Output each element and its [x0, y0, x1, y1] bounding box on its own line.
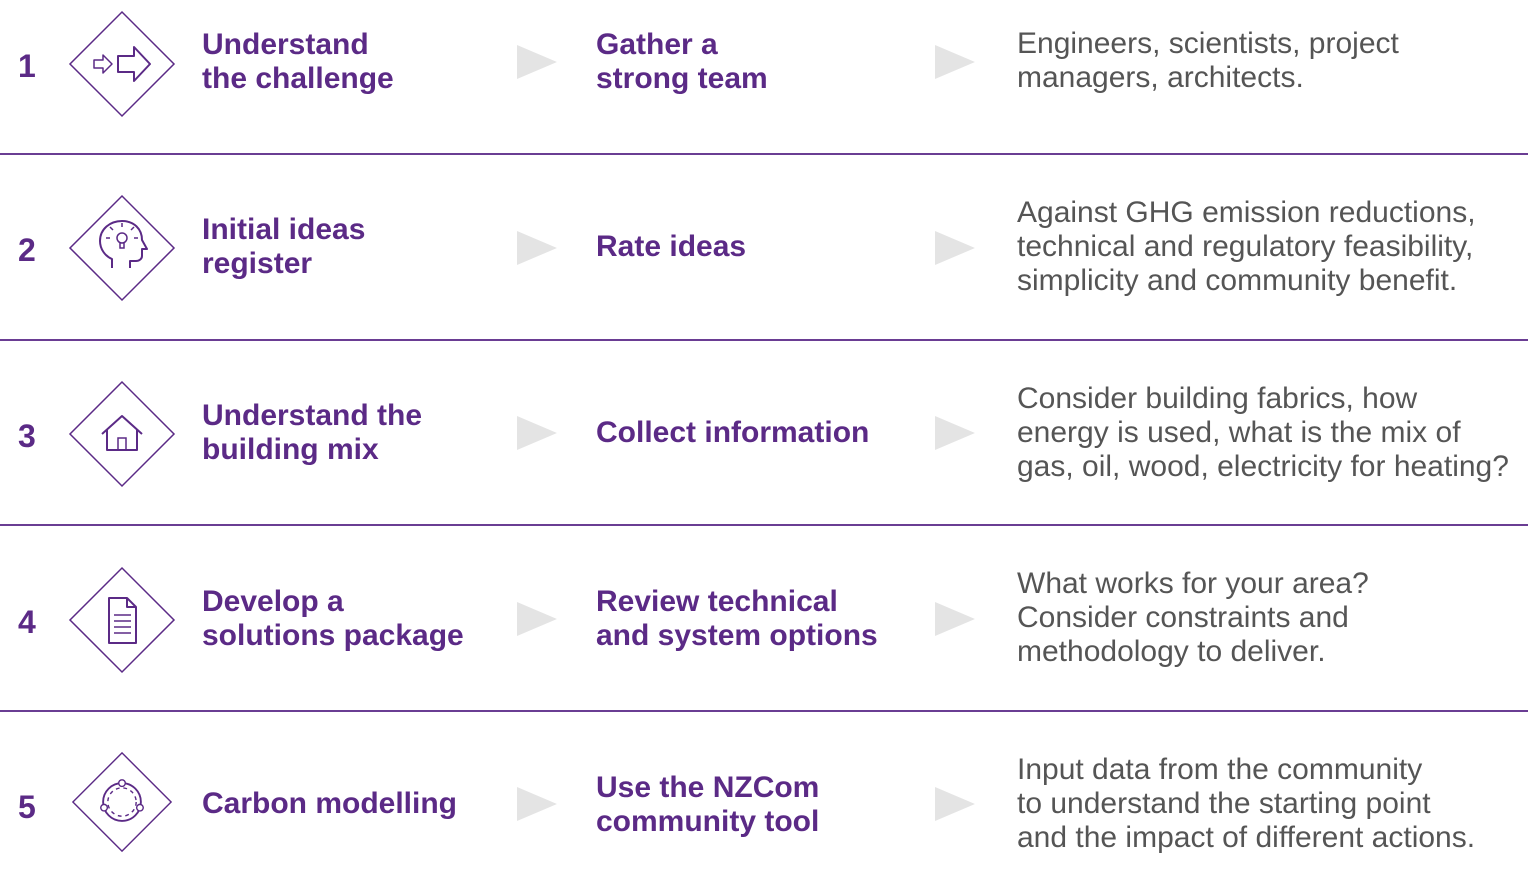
chevron-arrow-icon — [517, 45, 557, 79]
step-description: Against GHG emission reductions, technic… — [1017, 196, 1476, 297]
row-divider — [0, 710, 1528, 712]
action-label: Collect information — [596, 416, 870, 449]
document-icon — [68, 566, 176, 674]
action-label: Rate ideas — [596, 230, 747, 263]
lightbulb-head-icon — [68, 194, 176, 302]
chevron-arrow-icon — [517, 787, 557, 821]
stage-label: Carbon modelling — [202, 787, 457, 820]
double-arrow-icon — [68, 10, 176, 118]
row-divider — [0, 153, 1528, 155]
row-divider — [0, 339, 1528, 341]
step-row-5: 5 Carbon modelling Use the NZCom communi… — [0, 749, 1528, 869]
step-description: Engineers, scientists, project managers,… — [1017, 27, 1399, 94]
step-number: 2 — [18, 232, 36, 268]
network-circle-icon — [71, 751, 173, 853]
action-label: Gather a strong team — [596, 28, 768, 95]
step-number: 3 — [18, 418, 36, 454]
step-number: 5 — [18, 789, 36, 825]
step-description: Consider building fabrics, how energy is… — [1017, 382, 1509, 483]
stage-label: Understand the building mix — [202, 399, 423, 466]
chevron-arrow-icon — [517, 602, 557, 636]
chevron-arrow-icon — [935, 416, 975, 450]
chevron-arrow-icon — [935, 602, 975, 636]
chevron-arrow-icon — [517, 231, 557, 265]
step-row-4: 4 Develop a solutions package Review tec… — [0, 564, 1528, 684]
step-row-2: 2 Initial ideas register Rate ideas Agai… — [0, 192, 1528, 312]
chevron-arrow-icon — [935, 231, 975, 265]
stage-label: Initial ideas register — [202, 213, 366, 280]
step-row-1: 1 Understand the challenge Gather a stro… — [0, 8, 1528, 128]
step-number: 4 — [18, 604, 36, 640]
stage-label: Develop a solutions package — [202, 585, 464, 652]
chevron-arrow-icon — [935, 787, 975, 821]
step-description: What works for your area? Consider const… — [1017, 567, 1369, 668]
stage-label: Understand the challenge — [202, 28, 394, 95]
step-row-3: 3 Understand the building mix Collect in… — [0, 378, 1528, 498]
step-number: 1 — [18, 48, 36, 84]
step-description: Input data from the community to underst… — [1017, 753, 1476, 854]
house-icon — [68, 380, 176, 488]
chevron-arrow-icon — [935, 45, 975, 79]
action-label: Use the NZCom community tool — [596, 771, 820, 838]
row-divider — [0, 524, 1528, 526]
chevron-arrow-icon — [517, 416, 557, 450]
action-label: Review technical and system options — [596, 585, 878, 652]
